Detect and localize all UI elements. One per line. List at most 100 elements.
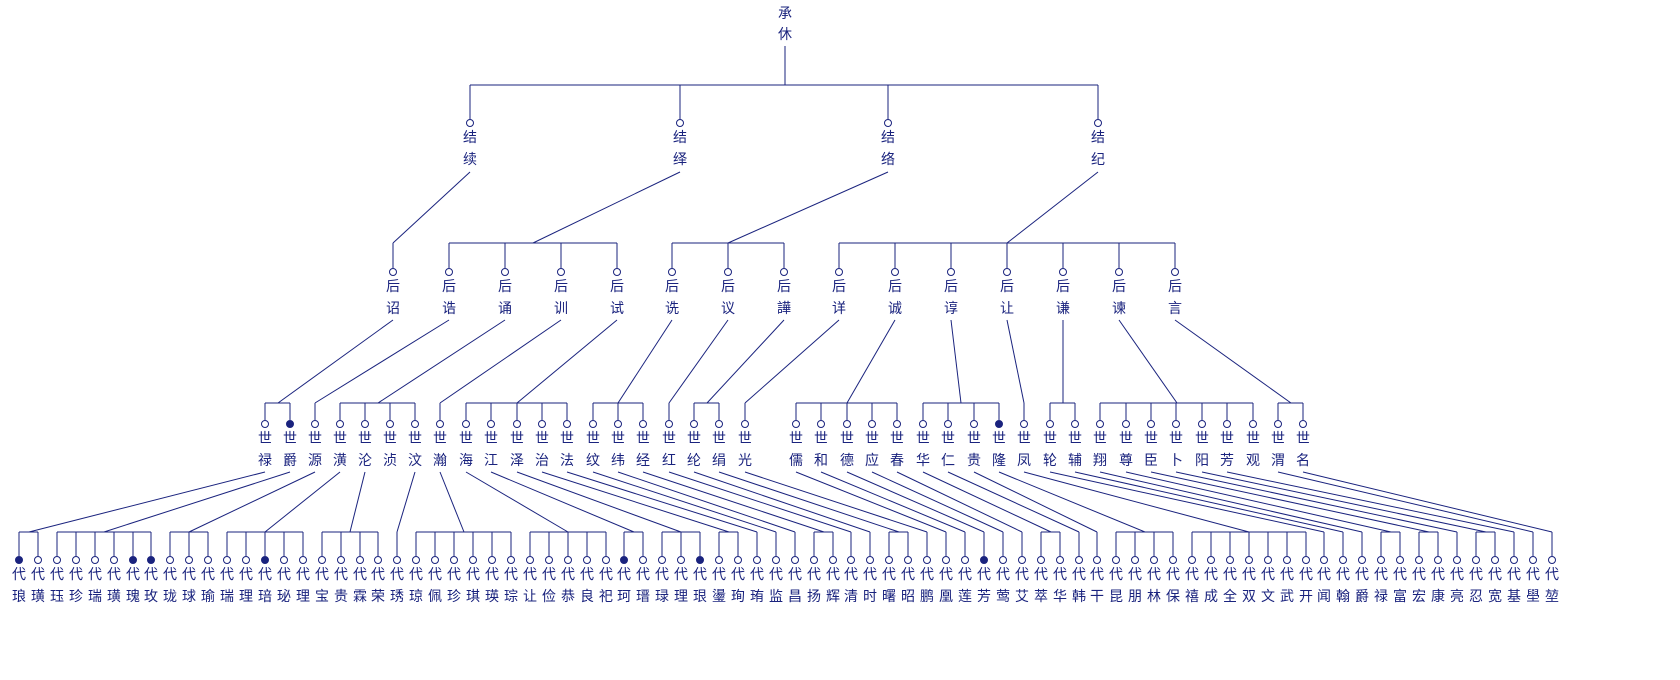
gen4-generation-char: 世	[1271, 431, 1285, 447]
connector-line	[820, 471, 966, 533]
gen4-generation-char: 世	[535, 431, 549, 447]
gen5-name-char: 璗	[712, 589, 726, 605]
gen4-name-char: 纬	[611, 453, 625, 469]
connector-line	[1201, 471, 1487, 533]
node-marker	[970, 420, 978, 428]
node-marker	[1112, 556, 1120, 564]
gen5-generation-char: 代	[428, 567, 442, 583]
gen4-name-char: 潢	[333, 453, 347, 469]
connector-line	[693, 471, 871, 533]
gen5-generation-char: 代	[655, 567, 669, 583]
node-marker	[318, 556, 326, 564]
gen5-name-char: 华	[1053, 589, 1067, 605]
gen5-generation-char: 代	[1072, 567, 1086, 583]
gen4-name-char: 轮	[1043, 453, 1057, 469]
node-marker	[1046, 420, 1054, 428]
gen5-generation-char: 代	[1053, 567, 1067, 583]
gen4-name-char: 辅	[1068, 453, 1082, 469]
connector-line	[314, 319, 450, 404]
gen5-generation-char: 代	[920, 567, 934, 583]
gen4-generation-char: 世	[814, 431, 828, 447]
connector-line	[439, 319, 562, 404]
connector-line	[103, 471, 291, 533]
gen5-name-char: 萃	[1034, 589, 1048, 605]
node-marker	[1094, 119, 1102, 127]
node-marker	[1150, 556, 1158, 564]
node-marker	[961, 556, 969, 564]
gen3-name-char: 诚	[888, 301, 902, 317]
node-marker	[658, 556, 666, 564]
gen5-name-char: 富	[1393, 588, 1407, 605]
gen5-name-char: 堃	[1545, 589, 1559, 605]
connector-line	[516, 319, 618, 404]
gen4-name-char: 儒	[789, 453, 803, 469]
gen5-name-char: 文	[1261, 589, 1275, 605]
gen5-name-char: 瑜	[201, 589, 215, 605]
gen3-name-char: 诏	[386, 301, 400, 317]
gen5-generation-char: 代	[201, 567, 215, 583]
gen5-generation-char: 代	[1336, 567, 1350, 583]
node-marker	[1122, 420, 1130, 428]
node-marker	[715, 420, 723, 428]
connector-line	[706, 319, 785, 404]
gen5-name-char: 清	[844, 589, 858, 605]
connector-line	[950, 319, 962, 404]
node-marker	[1377, 556, 1385, 564]
gen5-name-char: 琅	[12, 589, 26, 605]
gen5-generation-char: 代	[1469, 567, 1483, 583]
gen5-name-char: 武	[1280, 589, 1294, 605]
gen5-name-char: 玫	[144, 589, 158, 605]
gen5-generation-char: 代	[1185, 567, 1199, 583]
node-marker	[204, 556, 212, 564]
gen5-generation-char: 代	[674, 567, 688, 583]
gen4-generation-char: 世	[1093, 431, 1107, 447]
gen2-generation-char: 结	[1091, 130, 1105, 146]
gen5-generation-char: 代	[220, 567, 234, 583]
gen5-generation-char: 代	[523, 567, 537, 583]
node-marker	[1339, 556, 1347, 564]
gen2-generation-char: 结	[463, 130, 477, 146]
connector-line	[516, 471, 682, 533]
gen5-generation-char: 代	[1450, 567, 1464, 583]
gen5-name-char: 珂	[617, 589, 631, 605]
node-marker	[734, 556, 742, 564]
node-marker	[923, 556, 931, 564]
gen5-generation-char: 代	[12, 567, 26, 583]
node-marker	[676, 119, 684, 127]
node-marker	[487, 420, 495, 428]
gen5-generation-char: 代	[1242, 567, 1256, 583]
connector-line	[1049, 471, 1325, 533]
node-marker	[513, 420, 521, 428]
gen5-name-char: 宏	[1412, 589, 1426, 605]
gen3-name-char: 譁	[777, 301, 791, 317]
connector-line	[1099, 471, 1363, 533]
node-marker	[445, 268, 453, 276]
gen5-generation-char: 代	[939, 567, 953, 583]
gen5-name-char: 珍	[447, 589, 461, 605]
node-marker	[668, 268, 676, 276]
node-marker	[1415, 556, 1423, 564]
gen4-generation-char: 世	[383, 431, 397, 447]
gen3-generation-char: 后	[1112, 279, 1126, 295]
gen3-generation-char: 后	[1056, 279, 1070, 295]
gen4-generation-char: 世	[1246, 431, 1260, 447]
node-marker	[450, 556, 458, 564]
gen4-generation-char: 世	[941, 431, 955, 447]
gen5-generation-char: 代	[1261, 567, 1275, 583]
filled-node-marker	[261, 556, 269, 564]
gen4-generation-char: 世	[358, 431, 372, 447]
gen5-generation-char: 代	[334, 567, 348, 583]
connector-line	[1175, 471, 1458, 533]
gen4-name-char: 禄	[258, 453, 272, 469]
gen5-generation-char: 代	[353, 567, 367, 583]
node-marker	[1093, 556, 1101, 564]
gen4-generation-char: 世	[916, 431, 930, 447]
node-marker	[1223, 420, 1231, 428]
gen4-name-char: 江	[484, 453, 498, 469]
node-marker	[724, 268, 732, 276]
gen4-name-char: 阳	[1195, 453, 1209, 469]
gen5-name-char: 琣	[258, 589, 272, 605]
gen5-generation-char: 代	[1393, 567, 1407, 583]
gen5-name-char: 琮	[504, 589, 518, 605]
gen5-generation-char: 代	[1355, 567, 1369, 583]
